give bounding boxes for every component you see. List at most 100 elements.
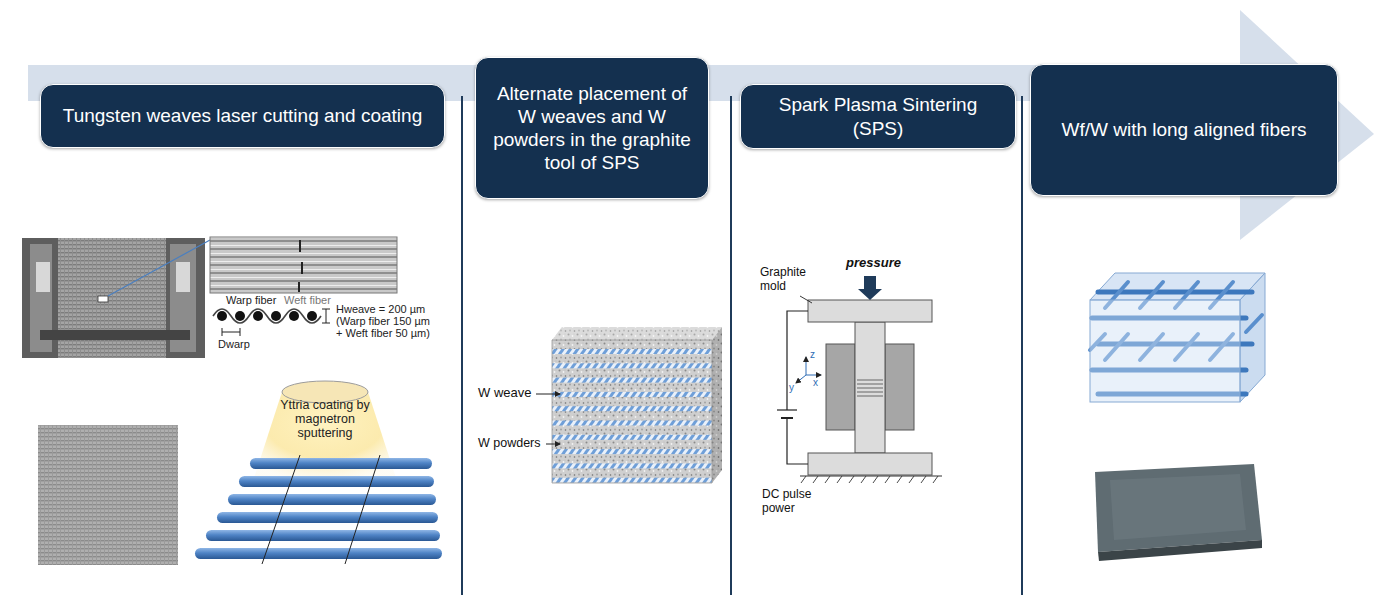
sps-mold bbox=[921, 476, 926, 483]
sps-mold bbox=[909, 476, 914, 483]
sps-mold bbox=[857, 388, 883, 389]
layer-stack bbox=[712, 327, 722, 483]
dc-circuit bbox=[787, 418, 808, 464]
separator-lines bbox=[730, 96, 732, 595]
pressure-arrow bbox=[858, 276, 882, 300]
weave-cross-section bbox=[222, 328, 223, 336]
laser-cutting-photo bbox=[176, 262, 190, 292]
sps-mold bbox=[801, 476, 938, 483]
fiber-rods bbox=[228, 494, 436, 505]
layer-stack bbox=[552, 327, 722, 483]
sps-mold bbox=[857, 380, 883, 396]
sps-mold bbox=[808, 300, 932, 322]
layer-stack bbox=[712, 327, 722, 483]
sps-mold bbox=[885, 476, 890, 483]
leader-arrows bbox=[536, 394, 560, 395]
sps-mold bbox=[808, 453, 932, 475]
dc-circuit bbox=[777, 296, 812, 464]
process-step-box: Tungsten weaves laser cutting and coatin… bbox=[40, 84, 445, 148]
fiber-rods bbox=[262, 455, 300, 564]
sps-mold bbox=[861, 476, 866, 483]
microscope-inset bbox=[298, 282, 300, 292]
layer-stack bbox=[552, 392, 712, 397]
fiber-rods bbox=[195, 548, 442, 559]
sps-mold bbox=[885, 344, 914, 430]
annotation-label: x bbox=[813, 377, 823, 389]
composite-cube bbox=[1090, 300, 1240, 402]
weave-cross-section bbox=[322, 323, 330, 324]
process-step-box: Wf/W with long aligned fibers bbox=[1030, 64, 1338, 196]
fiber-rods bbox=[345, 455, 380, 564]
layer-stack bbox=[552, 327, 722, 340]
annotation-label: Hweave = 200 µm bbox=[336, 303, 456, 316]
weave-cross-section bbox=[271, 311, 281, 321]
composite-plate-photo bbox=[1110, 474, 1246, 540]
sps-mold bbox=[857, 380, 883, 381]
sps-mold bbox=[826, 344, 855, 430]
microscope-inset bbox=[210, 237, 397, 293]
microscope-inset bbox=[299, 240, 301, 252]
laser-cutting-photo bbox=[22, 238, 205, 358]
process-step-box: Alternate placement of W weaves and W po… bbox=[475, 57, 709, 199]
layer-stack bbox=[552, 406, 712, 411]
composite-plate-photo bbox=[1095, 464, 1262, 552]
composite-cube bbox=[1090, 273, 1265, 402]
annotation-label: Weft fiber bbox=[284, 294, 344, 307]
process-arrow-band bbox=[28, 10, 1374, 240]
sps-mold bbox=[837, 476, 842, 483]
separator-lines bbox=[461, 96, 463, 595]
separator-lines bbox=[1021, 96, 1023, 595]
laser-cutting-photo bbox=[22, 238, 210, 358]
layer-stack bbox=[552, 449, 712, 454]
leader-arrows bbox=[546, 444, 560, 445]
dc-circuit bbox=[787, 311, 808, 410]
sps-mold bbox=[849, 476, 854, 483]
annotation-label: Warp fiber bbox=[226, 294, 286, 307]
weave-cross-section bbox=[326, 309, 327, 323]
sps-mold bbox=[813, 476, 818, 483]
layer-stack bbox=[552, 340, 712, 483]
laser-cutting-photo bbox=[36, 262, 50, 292]
weave-cross-section bbox=[217, 311, 227, 321]
step-title: Alternate placement of W weaves and W po… bbox=[488, 82, 696, 175]
annotation-label: z bbox=[810, 349, 820, 361]
annotation-label: pressure bbox=[846, 256, 916, 271]
step-title: Spark Plasma Sintering (SPS) bbox=[753, 93, 1003, 139]
weave-cross-section bbox=[213, 309, 321, 323]
weave-cross-section bbox=[240, 328, 241, 336]
laser-cutting-photo bbox=[108, 240, 210, 296]
sps-mold bbox=[933, 476, 938, 483]
sps-mold bbox=[855, 322, 885, 453]
step-title: Tungsten weaves laser cutting and coatin… bbox=[63, 104, 422, 127]
sps-mold bbox=[800, 475, 942, 476]
annotation-label: y bbox=[789, 382, 799, 394]
composite-plate-photo bbox=[1098, 540, 1262, 561]
sps-mold bbox=[825, 476, 830, 483]
sps-mold bbox=[857, 396, 883, 397]
microscope-inset bbox=[301, 262, 303, 274]
layer-stack bbox=[552, 478, 712, 483]
dc-circuit bbox=[800, 296, 812, 303]
fiber-rods bbox=[239, 476, 434, 487]
annotation-label: Dwarp bbox=[218, 338, 268, 351]
composite-cube bbox=[1246, 315, 1262, 332]
annotation-label: Yttria coating by magnetron sputtering bbox=[279, 398, 371, 440]
annotation-label: (Warp fiber 150 µm bbox=[336, 315, 456, 328]
process-step-box: Spark Plasma Sintering (SPS) bbox=[740, 84, 1016, 149]
laser-cutting-photo bbox=[40, 330, 190, 340]
weave-cross-section bbox=[213, 309, 330, 336]
fiber-rods bbox=[195, 455, 442, 564]
laser-cutting-photo bbox=[98, 296, 108, 302]
layer-stack bbox=[552, 421, 712, 426]
annotation-label: W weave bbox=[478, 386, 536, 401]
fiber-rods bbox=[217, 512, 438, 523]
weave-photo bbox=[38, 425, 178, 565]
sps-mold bbox=[800, 300, 942, 483]
composite-plate-photo bbox=[1095, 464, 1262, 561]
annotation-label: W powders bbox=[478, 436, 546, 450]
pressure-arrow bbox=[858, 276, 882, 300]
axes bbox=[796, 375, 806, 383]
sps-mold bbox=[857, 392, 883, 393]
